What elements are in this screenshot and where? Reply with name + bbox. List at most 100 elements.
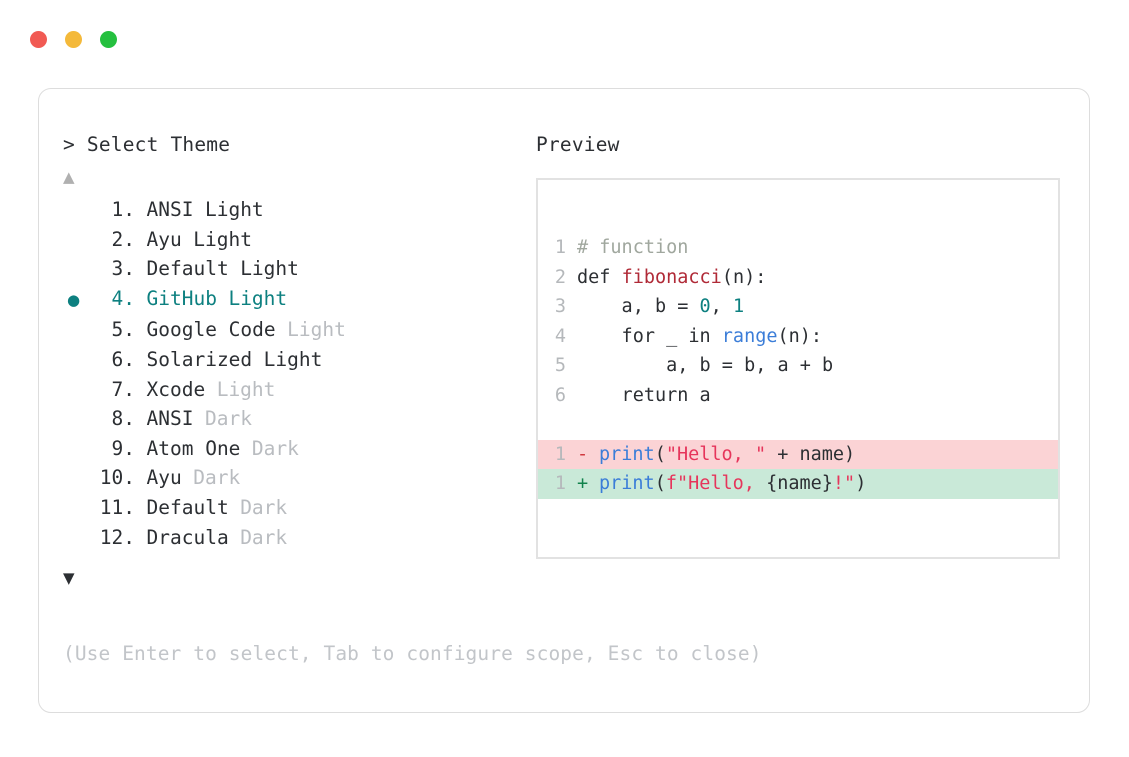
theme-list-item[interactable]: ● 4. GitHub Light [63,284,533,316]
code-token: a, b = [577,296,700,317]
line-number: 4 [554,325,566,347]
theme-item-name: ANSI [146,198,194,221]
theme-item-variant: Dark [240,525,288,549]
theme-item-variant: Light [228,286,288,310]
theme-item-number: 4. [111,286,135,310]
theme-list-item[interactable]: 7. Xcode Light [63,375,533,405]
theme-item-number: 6. [111,347,135,371]
code-token: a, b = b, a + b [577,355,834,376]
code-line: 3 a, b = 0, 1 [538,292,1058,322]
code-token: # function [577,237,689,258]
code-line: 6 return a [538,381,1058,411]
theme-item-variant: Dark [193,466,241,490]
prompt-title: > Select Theme [63,133,231,156]
code-line: 1# function [538,233,1058,263]
theme-item-number: 3. [111,257,135,281]
theme-item-variant: Dark [251,436,299,460]
theme-item-number: 12. [99,525,135,549]
code-token: for _ in [577,325,722,347]
line-number: 6 [554,384,566,406]
theme-item-name: Default [146,257,229,281]
diff-added-line: 1+print(f"Hello, {name}!") [538,469,1058,499]
code-token: 0 [699,296,711,317]
theme-item-number: 8. [111,407,135,431]
code-line: 4 for _ in range(n): [538,322,1058,352]
close-window-button[interactable] [30,31,47,48]
theme-item-number: 2. [111,227,135,251]
code-token: print [599,473,655,494]
diff-minus-icon: - [577,443,589,465]
diff-removed-line: 1-print("Hello, " + name) [538,439,1058,470]
code-token: print [599,443,655,465]
line-number: 5 [554,355,566,376]
theme-list-item[interactable]: 10. Ayu Dark [63,463,533,493]
theme-list-item[interactable]: 1. ANSI Light [63,195,533,225]
code-token: {name} [766,473,833,494]
window-traffic-lights [30,31,117,48]
diff-plus-icon: + [577,473,589,494]
theme-item-name: Ayu [146,466,182,490]
theme-item-name: GitHub [146,286,217,310]
theme-item-name: Dracula [146,525,229,549]
theme-item-variant: Light [204,198,264,221]
theme-item-name: Solarized [146,347,253,371]
theme-item-number: 9. [111,436,135,460]
theme-item-variant: Dark [204,407,252,431]
code-line-text: return a [566,381,711,411]
code-token: f"Hello, [665,473,767,494]
theme-item-number: 1. [111,198,135,221]
theme-item-variant: Light [287,318,346,342]
code-token: !" [832,473,856,494]
code-line-text: a, b = b, a + b [566,351,833,381]
code-line-text: print(f"Hello, {name}!") [588,469,866,499]
code-blank-line [538,410,1058,440]
code-token: , [710,296,733,317]
selected-bullet-icon: ● [67,290,81,309]
code-line: 5 a, b = b, a + b [538,351,1058,381]
line-number: 3 [554,296,566,317]
theme-list-item[interactable]: 9. Atom One Dark [63,434,533,464]
theme-item-name: Default [146,495,229,519]
code-token: ( [654,443,666,465]
maximize-window-button[interactable] [100,31,117,48]
theme-item-name: Atom One [146,436,241,460]
scroll-down-arrow-icon[interactable]: ▼ [63,569,75,588]
code-token: fibonacci [621,266,722,288]
scroll-up-arrow-icon[interactable]: ▲ [63,168,75,186]
code-token: ) [855,473,867,494]
theme-item-variant: Dark [240,495,288,519]
theme-item-name: Xcode [146,377,206,401]
line-number: 2 [554,266,566,288]
theme-item-number: 10. [99,466,135,490]
code-line-text: print("Hello, " + name) [588,440,855,470]
code-line-text: # function [566,233,688,263]
code-token: + name) [766,443,856,465]
line-number: 1 [554,443,566,465]
code-token: ( [654,473,666,494]
theme-item-name: Ayu [146,227,182,251]
keyboard-hint: (Use Enter to select, Tab to configure s… [63,642,762,665]
code-line: 2 def fibonacci(n): [538,263,1058,293]
code-token: range [721,325,778,347]
minimize-window-button[interactable] [65,31,82,48]
theme-item-number: 7. [111,377,135,401]
code-token: def [577,266,622,288]
theme-item-variant: Light [216,377,276,401]
preview-title: Preview [536,133,620,156]
code-token: (n): [777,325,823,347]
code-token: 1 [732,296,745,317]
code-token: (n): [721,266,767,288]
theme-list-item[interactable]: 12. Dracula Dark [63,523,533,553]
